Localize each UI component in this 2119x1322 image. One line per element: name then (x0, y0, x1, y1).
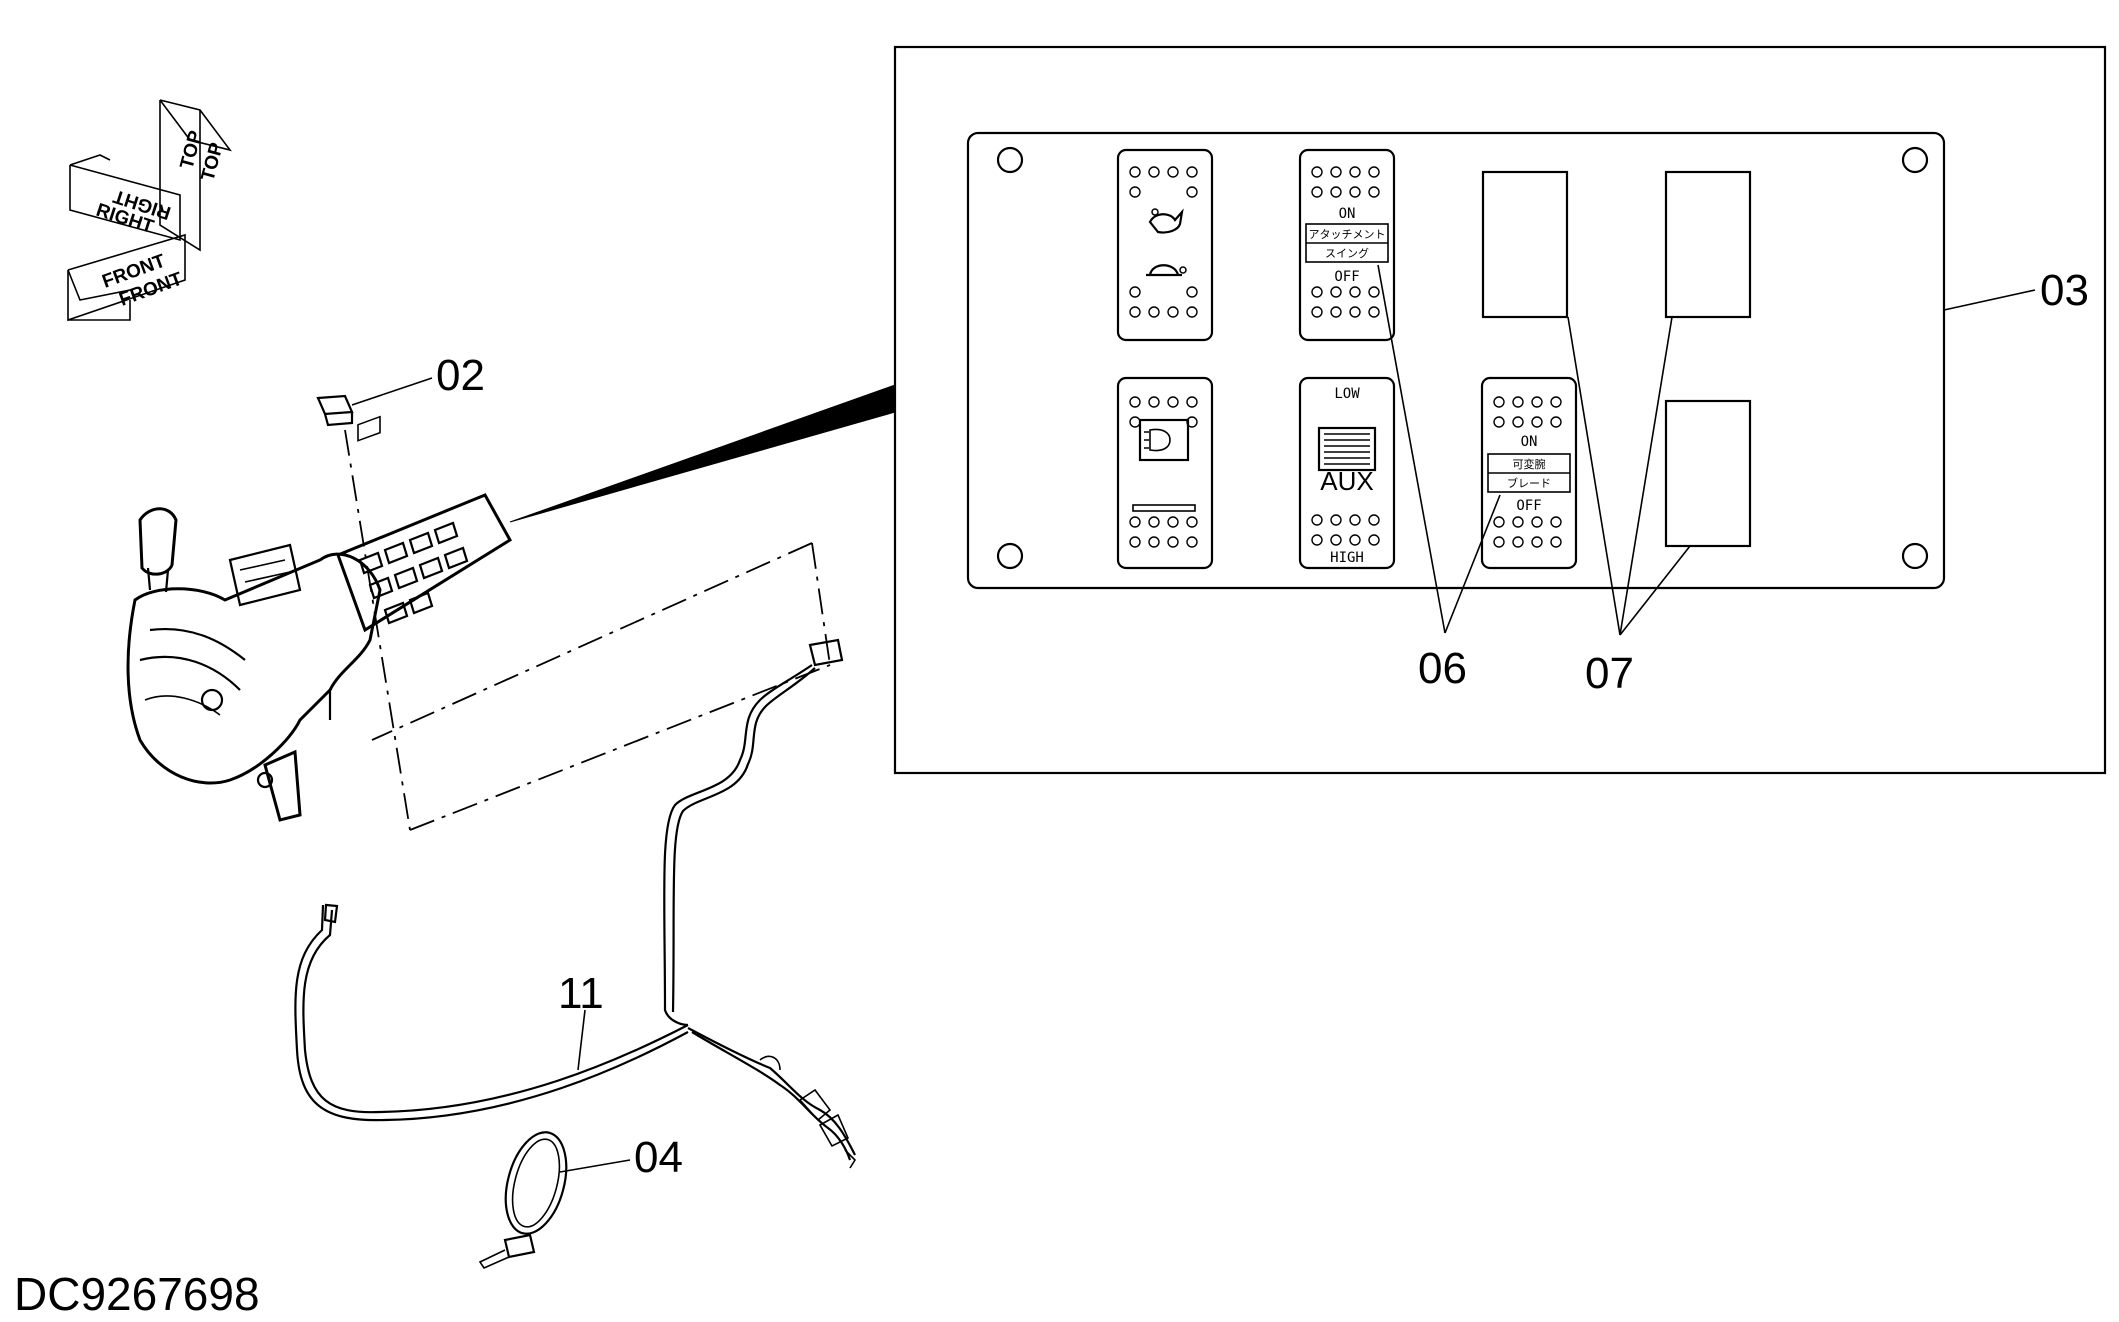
document-id: DC9267698 (14, 1268, 260, 1320)
part-02-cap (316, 377, 433, 427)
switch-blade-label: ブレード (1507, 476, 1551, 490)
switch-on-label: ON (1339, 206, 1356, 222)
switch-swing-label: スイング (1325, 246, 1369, 260)
orientation-box-shapes (67, 99, 232, 322)
switch-on-label-2: ON (1521, 434, 1538, 450)
switch-aux-low-high: LOW AUX HIGH (1298, 376, 1396, 570)
switch-high-label: HIGH (1330, 550, 1364, 566)
switch-offset-boom-blade: ON 可変腕 ブレード OFF (1480, 376, 1578, 570)
part-03-switch-panel (966, 131, 1946, 590)
leaders-07 (1567, 316, 1691, 636)
switch-off-label: OFF (1334, 269, 1359, 285)
switch-attachment-label: アタッチメント (1309, 228, 1386, 241)
part-label-11: 11 (558, 969, 604, 1018)
console-switch-panel (336, 415, 513, 633)
detail-callout-wedge (509, 384, 896, 523)
assembly-guide-lines (344, 429, 831, 831)
rabbit-speed-icon (1148, 208, 1184, 234)
work-light-icon (1138, 418, 1190, 462)
switch-low-label: LOW (1334, 386, 1360, 402)
part-label-06: 06 (1418, 644, 1467, 693)
orientation-indicator: TOP TOP RIGHT RIGHT FRONT FRONT (67, 99, 232, 322)
switch-work-light (1116, 376, 1214, 570)
turtle-speed-icon (1146, 264, 1187, 277)
part-07-blank-caps (1481, 170, 1752, 548)
switch-aux-label: AUX (1320, 466, 1373, 496)
switch-off-label-2: OFF (1516, 498, 1541, 514)
leader-03 (1943, 289, 2036, 311)
part-label-07: 07 (1585, 649, 1634, 698)
control-lever-console (126, 507, 382, 822)
switch-dots (1129, 166, 1198, 318)
detail-view-frame (893, 45, 2107, 775)
leaders-06 (1377, 264, 1501, 634)
part-label-04: 04 (634, 1133, 683, 1182)
part-label-02: 02 (436, 351, 485, 400)
part-label-03: 03 (2040, 266, 2089, 315)
switch-attachment-swing: ON アタッチメント スイング OFF (1298, 148, 1396, 342)
part-11-wire-harness (294, 638, 857, 1169)
switch-offset-boom-label: 可変腕 (1513, 457, 1546, 471)
part-04-cable-tie (478, 1131, 631, 1270)
switch-travel-speed (1116, 148, 1214, 342)
